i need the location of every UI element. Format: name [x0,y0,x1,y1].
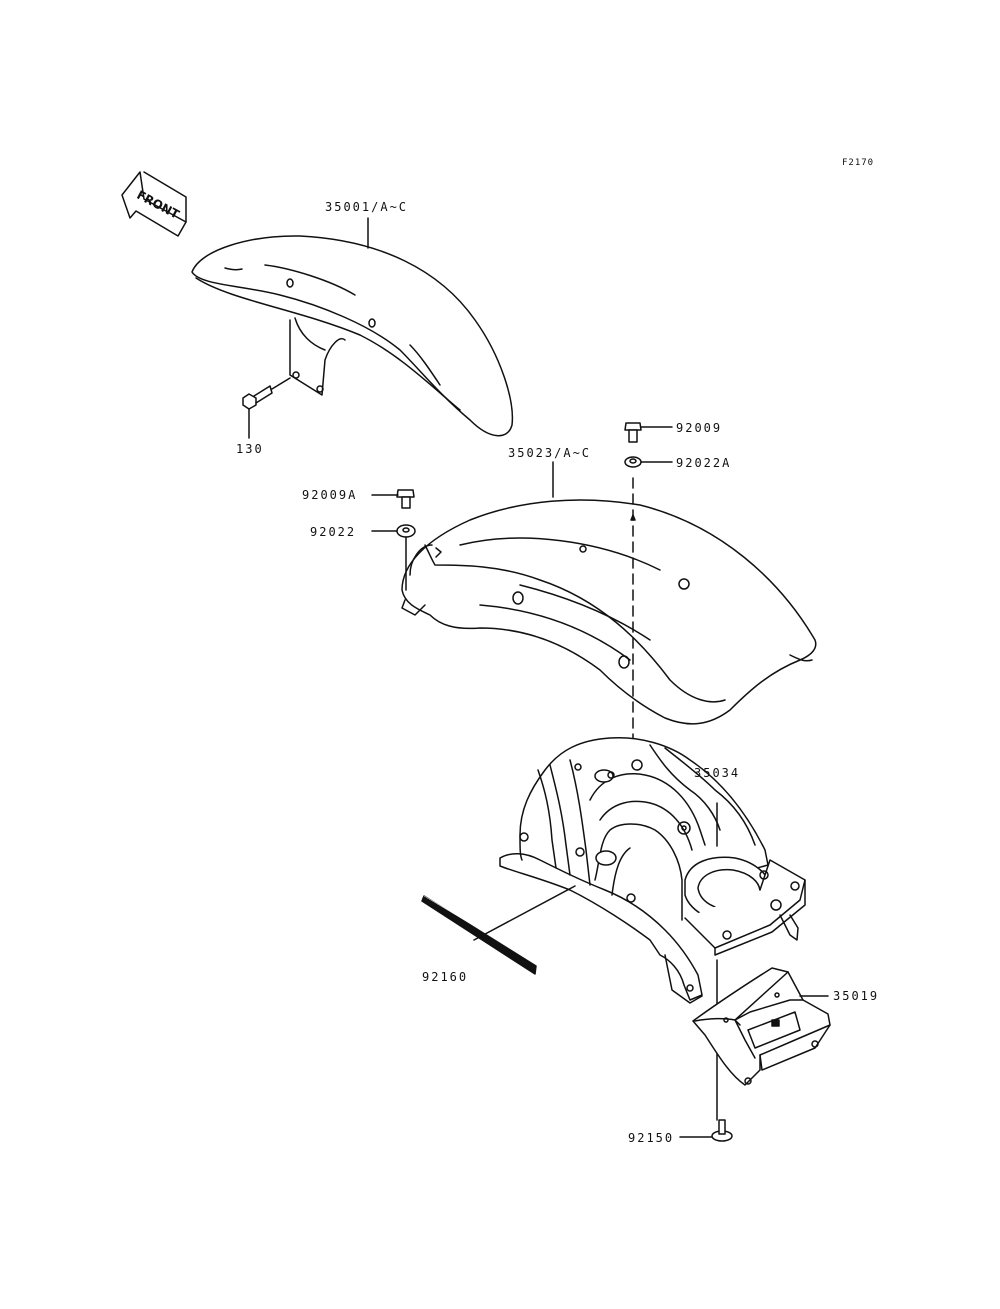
part-label-35034: 35034 [694,766,741,780]
part-label-92150: 92150 [628,1131,675,1145]
part-label-92160: 92160 [422,970,469,984]
figure-code: F2170 [842,158,875,168]
part-label-35019: 35019 [833,989,880,1003]
front-arrow-icon: FRONT [121,171,187,237]
collar-92150-icon [679,1119,733,1142]
rear-inner-fender-35034 [499,736,806,1004]
rear-fender-35023 [401,499,817,725]
bolt-130-icon [242,377,291,439]
part-label-92022a: 92022A [676,456,732,470]
bolt-92009-icon [624,422,673,443]
washer-92022-icon [371,524,416,591]
part-label-92009a: 92009A [302,488,358,502]
part-label-92022: 92022 [310,525,357,539]
washer-92022a-icon [624,456,673,468]
bolt-92009a-icon [371,489,415,509]
part-label-35001: 35001/A~C [325,200,409,214]
part-label-92009: 92009 [676,421,723,435]
part-label-130: 130 [236,442,264,456]
flap-35019-icon [692,967,831,1086]
part-label-35023: 35023/A~C [508,446,592,460]
front-fender-35001 [191,235,514,437]
seal-strip-92160-icon [421,885,576,975]
